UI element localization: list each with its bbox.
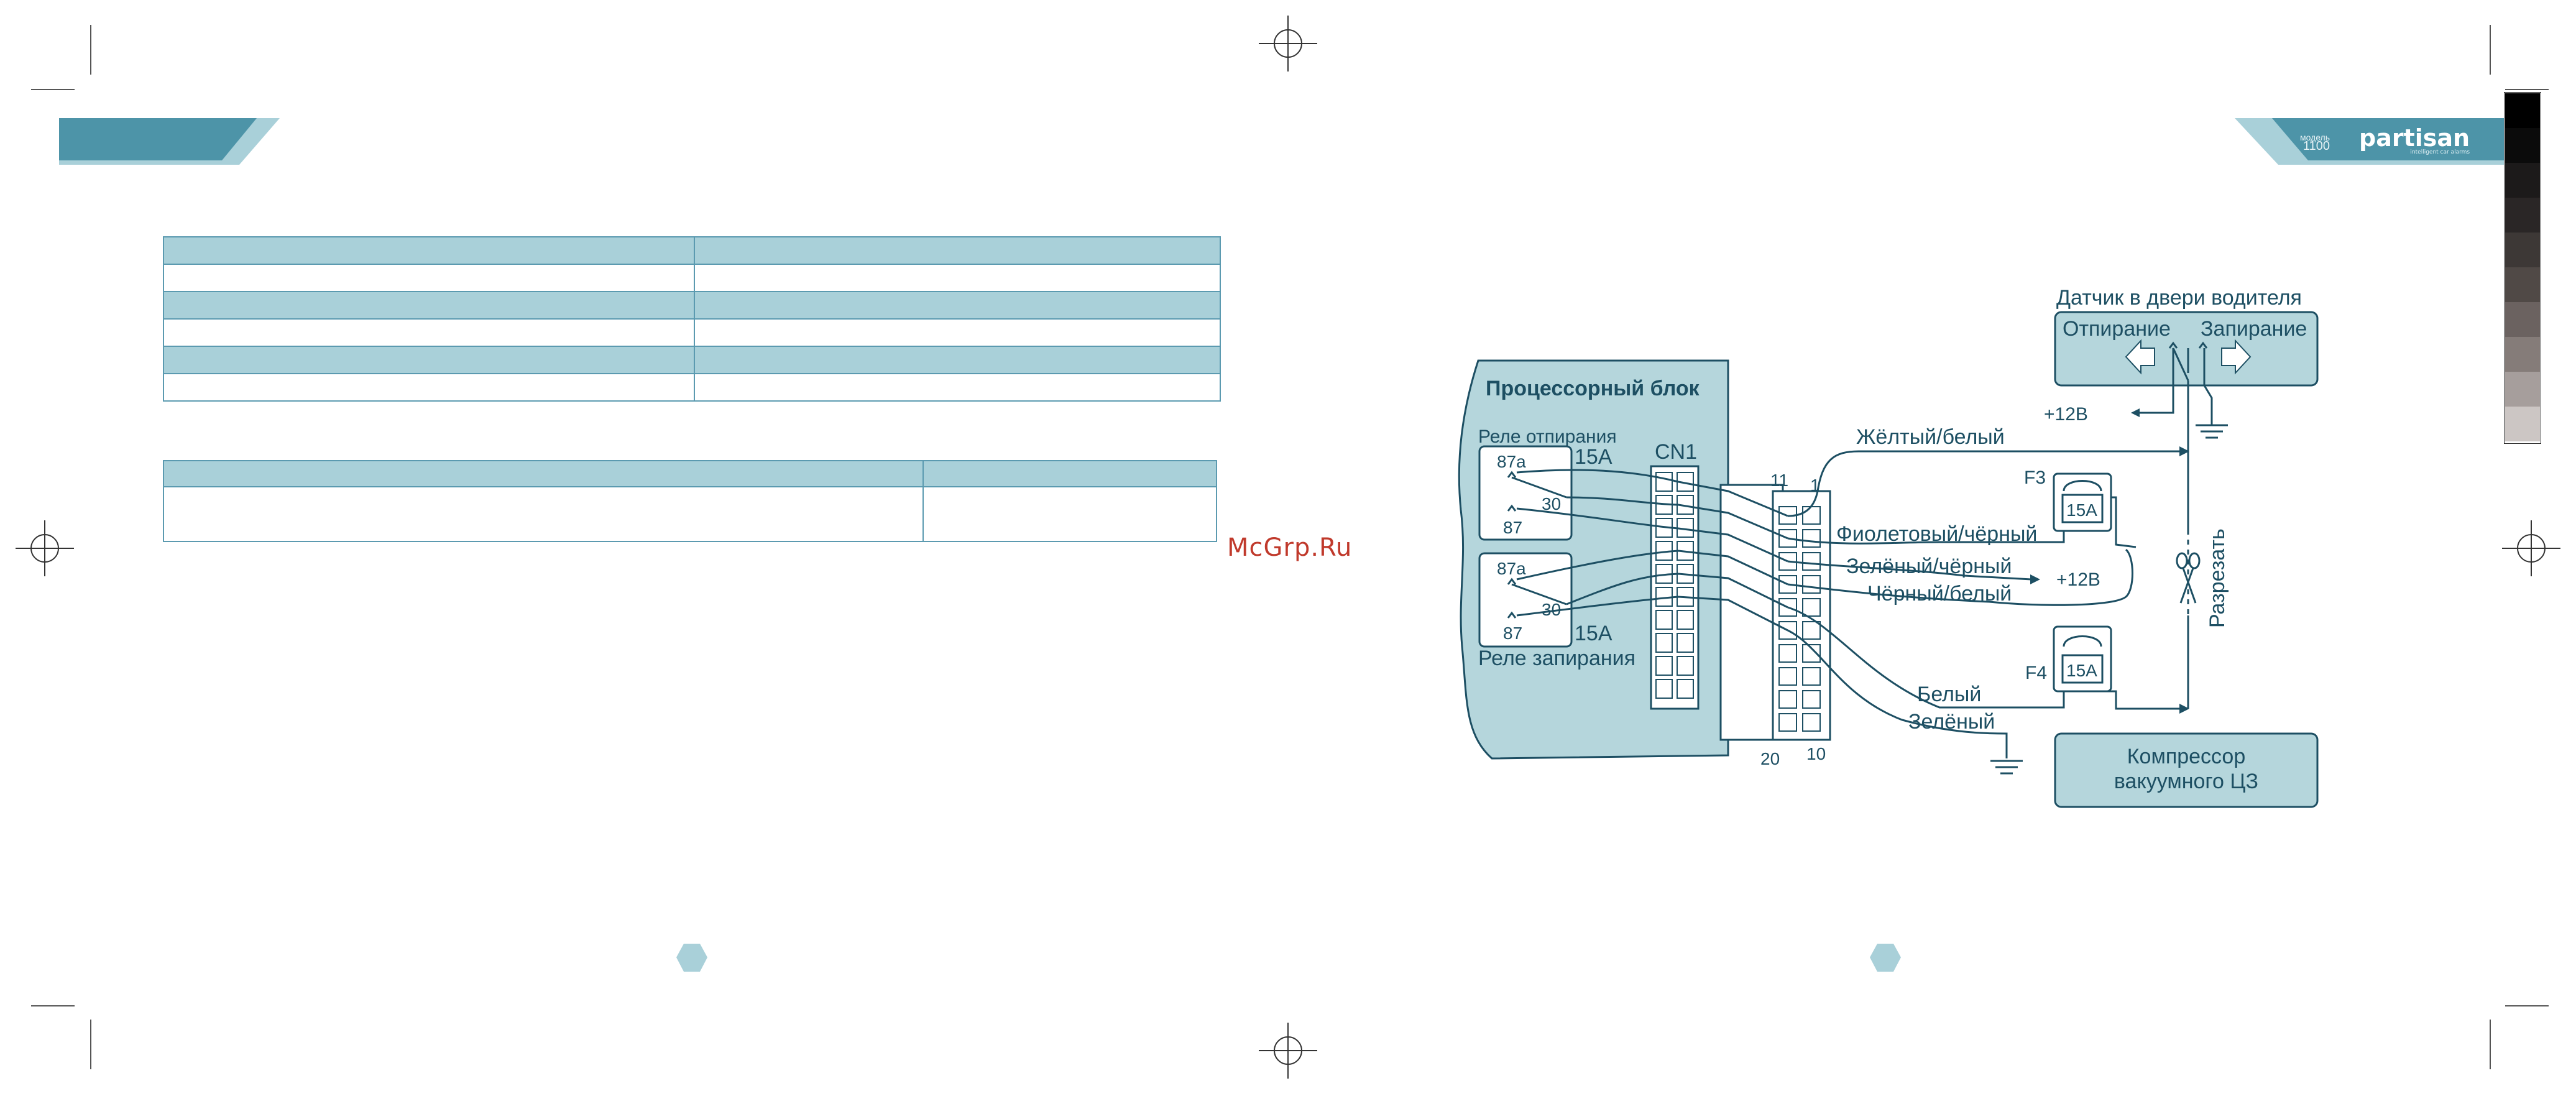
table-row <box>163 318 1221 347</box>
table-2 <box>163 460 1217 542</box>
wire-yellow-white-label: Жёлтый/белый <box>1856 425 2005 449</box>
crop-mark <box>31 1005 75 1006</box>
wire-white-label: Белый <box>1917 683 1981 706</box>
processor-block-label: Процессорный блок <box>1486 377 1700 400</box>
relay-lock-pin-87a: 87a <box>1497 559 1526 578</box>
table-row <box>163 236 1221 265</box>
brand-name: partisan <box>2359 124 2470 152</box>
plus-12v-arrow-icon <box>2131 408 2140 417</box>
door-lock-label: Запирание <box>2201 317 2307 341</box>
wire-violet-black-label: Фиолетовый/чёрный <box>1836 522 2037 546</box>
table-row <box>163 486 1217 542</box>
page-number-badge-right <box>1870 944 1901 972</box>
compressor-box <box>2054 732 2319 808</box>
watermark: McGrp.Ru <box>1227 533 1353 562</box>
relay-unlock-contact <box>1507 471 1567 512</box>
ground-icon <box>2196 423 2228 439</box>
internal-wires <box>1516 469 1788 632</box>
relay-lock-box <box>1478 552 1573 648</box>
model-line1: модель <box>2299 132 2330 142</box>
model-label: модель 1100 <box>2286 132 2330 153</box>
crop-mark <box>90 1020 91 1069</box>
fuse-f4-value: 15A <box>2066 661 2097 680</box>
table-1 <box>163 236 1221 402</box>
table-row <box>163 291 1221 320</box>
fuse-f3-value: 15A <box>2066 500 2097 520</box>
fuse-f3-label: F3 <box>2024 467 2046 488</box>
table-row <box>163 346 1221 374</box>
lock-arrow-icon <box>2221 339 2252 375</box>
plus-12v-label-top: +12B <box>2044 404 2088 425</box>
crop-mark <box>31 89 75 90</box>
table-row <box>163 373 1221 402</box>
table-row <box>163 460 1217 487</box>
fuse-f3-body <box>2061 494 2104 523</box>
header-band-left <box>59 118 280 165</box>
relay-unlock-pin-30: 30 <box>1542 494 1561 513</box>
wire-green-black-label: Зелёный/чёрный <box>1846 555 2012 578</box>
header-band-right <box>2235 118 2508 165</box>
crop-mark <box>2505 89 2549 90</box>
pin-20-label: 20 <box>1760 749 1780 768</box>
brand-logo: partisan intelligent car alarms <box>2359 124 2470 155</box>
relay-lock-pin-87: 87 <box>1503 624 1522 643</box>
wire-green-label: Зелёный <box>1908 710 1995 734</box>
model-line2: 1100 <box>2302 139 2330 153</box>
page-number-badge-left <box>676 944 707 972</box>
crop-mark <box>2490 25 2491 75</box>
connector-label: CN1 <box>1655 440 1697 464</box>
plus-12v-label-mid: +12B <box>2056 569 2100 590</box>
door-switch <box>2168 341 2208 381</box>
registration-mark <box>16 520 74 576</box>
connector-cn1-plug-pins <box>1778 506 1821 732</box>
relay-lock-contact <box>1507 578 1567 619</box>
registration-mark <box>1259 16 1317 71</box>
pin-11-label: 11 <box>1770 471 1788 490</box>
registration-mark <box>2502 520 2560 576</box>
ground-icon <box>1990 760 2023 775</box>
relay-lock-label: Реле запирания <box>1478 647 1635 670</box>
cut-label: Разрезать <box>2206 528 2229 628</box>
registration-mark <box>1259 1023 1317 1079</box>
fuse-f3-cap <box>2063 480 2102 492</box>
pin-10-label: 10 <box>1806 744 1826 763</box>
output-wires <box>1787 450 2181 758</box>
plus-12v-arrow2-icon <box>2030 574 2040 584</box>
crop-mark <box>2505 1005 2549 1006</box>
fuse-f4-body <box>2061 654 2104 684</box>
relay-unlock-label: Реле отпирания <box>1478 426 1617 447</box>
relay-unlock-pin-87: 87 <box>1503 518 1522 537</box>
color-strip <box>2504 92 2541 444</box>
scissors-icon <box>2176 552 2201 604</box>
unlock-arrow-icon <box>2125 339 2155 375</box>
compressor-label-2: вакуумного ЦЗ <box>2114 770 2258 793</box>
compressor-label-1: Компрессор <box>2127 745 2246 768</box>
door-sensor-box <box>2054 311 2319 387</box>
door-sensor-title: Датчик в двери водителя <box>2056 286 2302 310</box>
wire-black-white-label: Чёрный/белый <box>1867 582 2012 606</box>
door-unlock-label: Отпирание <box>2063 317 2171 341</box>
relay-lock-fuse: 15A <box>1575 622 1612 645</box>
fuse-f4-cap <box>2063 635 2102 647</box>
table-row <box>163 264 1221 292</box>
crop-mark <box>90 25 91 75</box>
brand-tagline: intelligent car alarms <box>2410 149 2470 155</box>
fuse-f4-label: F4 <box>2025 663 2047 683</box>
white-arrow-icon <box>2179 704 2189 714</box>
yellow-white-arrow-icon <box>2179 446 2189 456</box>
relay-unlock-pin-87a: 87a <box>1497 452 1526 471</box>
relay-unlock-fuse: 15A <box>1575 445 1612 469</box>
crop-mark <box>2490 1020 2491 1069</box>
